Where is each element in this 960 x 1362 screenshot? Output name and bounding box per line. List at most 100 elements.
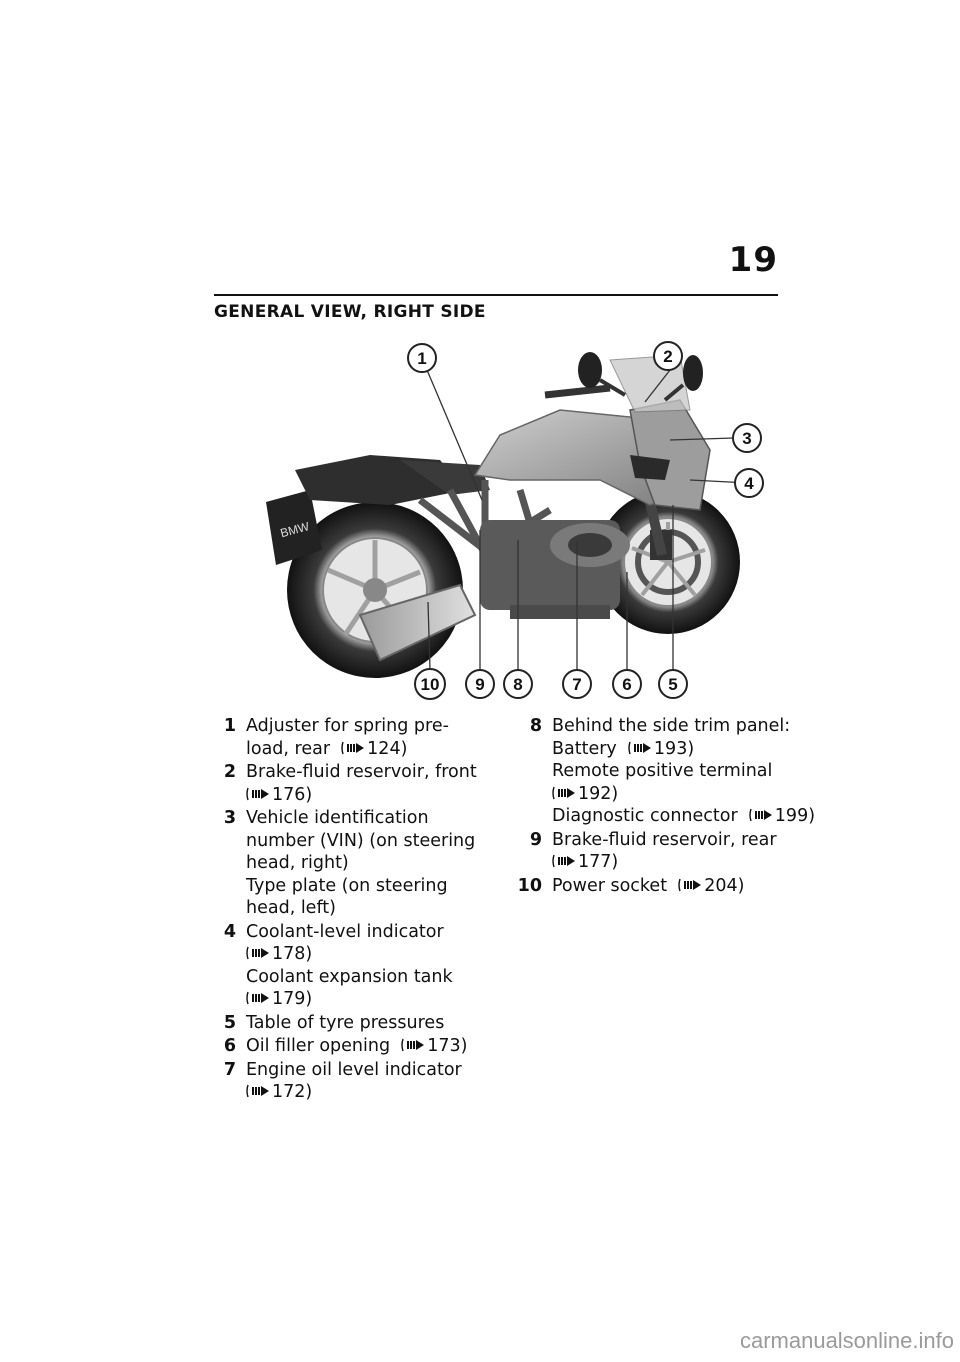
item-text-line: Remote positive terminal [552,761,773,781]
callout-9: 9 [465,669,495,699]
item-number: 1 [223,716,236,736]
header-rule [214,294,778,296]
item-ref-line: 177) [552,851,778,874]
page-reference[interactable]: 173) [390,1036,467,1056]
parts-list-left: 1 Adjuster for spring pre-load, rear 124)… [214,715,484,1105]
page-reference-number: 176 [272,784,306,805]
item-text-line: Table of tyre pressures [246,1012,445,1033]
item-number: 10 [517,875,542,896]
page-reference-arrow-icon [749,808,772,822]
item-number: 9 [529,829,542,850]
engine [480,520,630,619]
item-text-line: Adjuster for spring pre- [246,716,449,736]
item-text-line: Coolant expansion tank [246,966,453,987]
item-ref-line: 192) [552,783,815,806]
callout-10: 10 [414,668,446,700]
page-reference-number: 199 [774,806,809,826]
page-reference-number: 177 [578,852,612,872]
item-text-line: Engine oil level indicator [246,1059,462,1080]
page-reference-arrow-icon [246,1084,269,1098]
svg-text:10: 10 [421,675,440,694]
callout-7: 7 [562,669,592,699]
item-text-line: Oil filler opening 173) [246,1036,468,1056]
svg-text:7: 7 [572,675,581,694]
svg-text:1: 1 [417,349,426,368]
page-reference-arrow-icon [246,991,269,1005]
page-reference-arrow-icon [341,741,365,754]
page-reference[interactable]: 199) [738,806,815,826]
callout-5: 5 [658,669,688,699]
svg-text:5: 5 [668,675,677,694]
item-text-line: Vehicle identification [246,808,429,828]
item-text-line: Coolant-level indicator [246,921,444,942]
page-reference[interactable]: 178) [246,944,312,964]
item-ref-line: 176) [246,784,484,807]
item-ref-line: 178) [246,943,484,966]
page-reference[interactable]: 204) [667,876,744,896]
callout-2: 2 [653,341,683,371]
section-title: GENERAL VIEW, RIGHT SIDE [214,302,486,322]
item-number: 2 [223,762,236,782]
item-text-line: Brake-fluid reservoir, front [246,762,477,782]
page-reference-number: 204 [704,875,738,896]
callout-1: 1 [407,343,437,373]
item-number: 8 [529,716,542,736]
page-reference[interactable]: 192) [552,784,618,804]
item-text-line: head, right) [246,853,349,873]
page-reference-number: 172 [272,1082,306,1102]
item-text-line: Behind the side trim panel: [552,716,791,736]
list-item: 6 Oil filler opening 173) [214,1035,484,1058]
callout-4: 4 [734,468,764,498]
item-text-line: Power socket 204) [552,875,745,896]
page-reference[interactable]: 193) [617,739,694,759]
page-reference-number: 178 [272,944,306,964]
page-reference[interactable]: 177) [552,852,618,872]
page-reference[interactable]: 172) [246,1082,312,1102]
item-text-line: Diagnostic connector 199) [552,806,816,826]
page-reference-arrow-icon [628,741,651,754]
callout-3: 3 [732,423,762,453]
item-number: 6 [223,1036,236,1056]
list-item: 5 Table of tyre pressures [214,1012,484,1035]
page-reference[interactable]: 179) [246,989,312,1009]
item-number: 4 [223,921,236,942]
footer-watermark: carmanualsonline.info [739,1328,954,1353]
page-number: 19 [728,240,778,280]
list-item: 1 Adjuster for spring pre-load, rear 124) [214,715,484,760]
page-reference-number: 124 [367,738,401,759]
page-reference-number: 192 [578,783,612,804]
page-reference-number: 179 [272,989,306,1009]
page-reference-arrow-icon [401,1038,425,1052]
page-reference[interactable]: 176) [246,785,312,805]
page-reference-number: 193 [653,738,688,759]
motorcycle-illustration: BMW 1 2 3 4 [266,341,764,700]
callout-6: 6 [612,669,642,699]
list-item: 10 Power socket 204) [508,875,778,898]
page-reference-arrow-icon [552,854,575,868]
item-ref-line: 179) [246,988,484,1011]
page-reference-arrow-icon [678,878,702,891]
item-text-line: head, left) [246,898,336,918]
page-reference-arrow-icon [552,786,575,799]
licence-plate: BMW [266,490,322,565]
item-ref-line: 172) [246,1081,484,1104]
item-number: 3 [223,808,236,828]
svg-text:3: 3 [742,429,751,448]
callout-8: 8 [503,669,533,699]
page-reference-number: 173 [427,1036,461,1056]
item-number: 5 [223,1012,236,1033]
svg-text:8: 8 [513,675,522,694]
item-text-line: Type plate (on steering [246,875,448,896]
page-reference[interactable]: 124) [330,739,407,759]
svg-text:6: 6 [622,675,631,694]
item-text-line: Brake-fluid reservoir, rear [552,829,777,850]
svg-text:9: 9 [475,675,484,694]
item-text-line: load, rear 124) [246,738,408,759]
svg-text:2: 2 [663,347,672,366]
page-reference-arrow-icon [246,787,269,800]
svg-text:4: 4 [744,474,754,493]
